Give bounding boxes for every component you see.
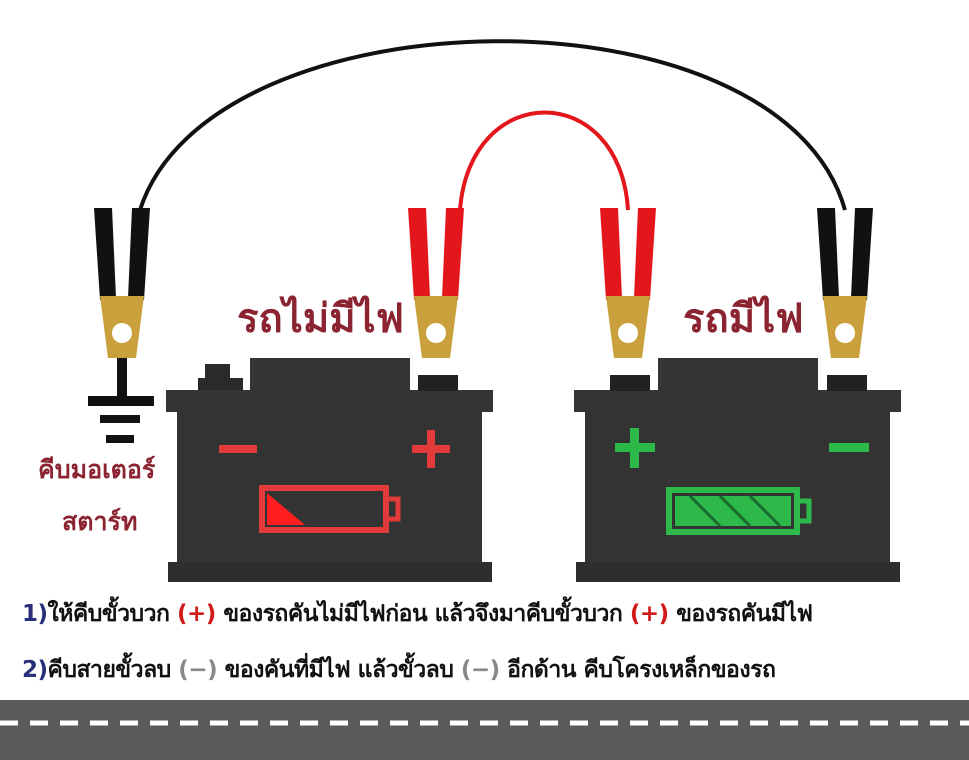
instruction-text: อีกด้าน คีบโครงเหล็กของรถ [507, 657, 776, 683]
plus-icon [615, 428, 655, 468]
instruction-1: 1)ให้คีบขั้วบวก (+) ของรถคันไม่มีไฟก่อน … [22, 596, 813, 632]
positive-sign: (+) [177, 601, 216, 627]
instruction-text: ของรถคันไม่มีไฟก่อน แล้วจึงมาคีบขั้วบวก [223, 601, 623, 627]
ground-icon [88, 355, 154, 443]
black-cable [138, 39, 847, 211]
ground-label-line2: สตาร์ท [62, 507, 137, 536]
plus-icon [412, 430, 450, 468]
instruction-text: ของคันที่มีไฟ แล้วขั้วลบ [224, 657, 454, 683]
live-car-label: รถมีไฟ [683, 295, 804, 342]
red-clamp-dead [408, 208, 464, 368]
negative-sign: (−) [178, 657, 218, 683]
instruction-text: ให้คีบขั้วบวก [47, 601, 170, 627]
ground-label-line1: คีบมอเตอร์ [38, 455, 156, 484]
low-battery-icon [259, 485, 401, 533]
instruction-2: 2)คีบสายขั้วลบ (−) ของคันที่มีไฟ แล้วขั้… [22, 652, 776, 688]
step-number: 1) [22, 601, 48, 627]
dead-battery [166, 358, 493, 582]
instruction-text: ของรถคันมีไฟ [676, 601, 813, 627]
road [0, 700, 969, 760]
minus-icon [829, 443, 869, 452]
step-number: 2) [22, 657, 48, 683]
black-clamp-ground [94, 208, 150, 358]
full-battery-icon [666, 487, 812, 535]
instruction-text: คีบสายขั้วลบ [47, 657, 172, 683]
red-cable [458, 110, 630, 211]
live-battery [574, 358, 901, 582]
minus-icon [219, 445, 257, 453]
negative-sign: (−) [460, 657, 500, 683]
positive-sign: (+) [629, 601, 669, 627]
red-clamp-live [600, 208, 656, 368]
dead-car-label: รถไม่มีไฟ [237, 295, 404, 342]
black-clamp-live [817, 208, 873, 358]
